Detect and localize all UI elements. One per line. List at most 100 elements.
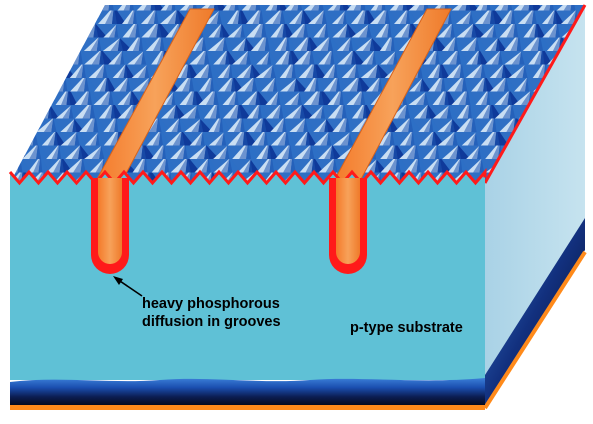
pyramid-face-front bbox=[587, 101, 593, 119]
pyramid-face-front bbox=[215, 37, 229, 51]
pyramid-face-front bbox=[481, 5, 491, 11]
label-heavy-phosphorous: heavy phosphorous bbox=[142, 296, 280, 312]
pyramid-face-front bbox=[401, 20, 414, 38]
pyramid-face-shaded bbox=[42, 78, 58, 92]
pyramid-face-shaded bbox=[586, 62, 593, 78]
pyramid-face-shaded bbox=[10, 173, 11, 183]
pyramid-face-lit bbox=[10, 128, 14, 146]
label-p-type-substrate: p-type substrate bbox=[350, 320, 463, 336]
pyramid-face-front bbox=[61, 5, 71, 11]
pyramid-face-front bbox=[453, 157, 463, 173]
pyramid-face-front bbox=[178, 156, 191, 173]
pyramid-face-front bbox=[261, 51, 272, 65]
pyramid-face-front bbox=[423, 118, 434, 132]
pyramid-face-front bbox=[71, 145, 83, 159]
pyramid-face-front bbox=[66, 119, 77, 132]
groove-right-fill bbox=[336, 178, 360, 264]
pyramid-face-front bbox=[90, 37, 102, 51]
pyramid-face-front bbox=[453, 62, 465, 78]
pyramid-face-front bbox=[315, 10, 327, 24]
pyramid-face-front bbox=[271, 5, 281, 11]
groove-left bbox=[91, 178, 129, 274]
pyramid-face-front bbox=[586, 0, 593, 11]
pyramid-face-front bbox=[471, 49, 482, 65]
pyramid-face-front bbox=[416, 5, 429, 11]
pyramid-face-lit bbox=[74, 5, 90, 11]
pyramid-face-front bbox=[519, 77, 529, 92]
pyramid-face-front bbox=[467, 132, 478, 146]
pyramid-face-front bbox=[219, 146, 230, 159]
pyramid-face-front bbox=[433, 61, 443, 78]
pyramid-face-shaded bbox=[10, 90, 19, 105]
pyramid-face-front bbox=[244, 76, 258, 92]
pyramid-face-shaded bbox=[10, 102, 18, 119]
pyramid-face-shaded bbox=[21, 77, 35, 92]
pyramid-face-shaded bbox=[57, 47, 69, 65]
pyramid-face-front bbox=[362, 38, 375, 51]
pyramid-face-front bbox=[261, 142, 272, 159]
pyramid-face-front bbox=[43, 21, 57, 38]
pyramid-face-front bbox=[104, 101, 116, 119]
pyramid-face-front bbox=[486, 115, 497, 132]
pyramid-face-shaded bbox=[0, 128, 2, 146]
pyramid-face-front bbox=[386, 142, 398, 159]
pyramid-face-front bbox=[47, 35, 60, 51]
pyramid-face-front bbox=[430, 156, 443, 173]
pyramid-face-front bbox=[14, 77, 26, 92]
pyramid-face-front bbox=[62, 10, 76, 24]
pyramid-face-front bbox=[586, 88, 593, 105]
pyramid-face-front bbox=[81, 88, 93, 105]
pyramid-face-front bbox=[10, 102, 11, 119]
pyramid-face-front bbox=[449, 48, 462, 65]
label-diffusion-in-grooves: diffusion in grooves bbox=[142, 314, 281, 330]
pyramid-face-lit bbox=[10, 142, 18, 159]
pyramid-face-shaded bbox=[0, 141, 4, 159]
pyramid-face-front bbox=[291, 92, 303, 105]
pyramid-face-front bbox=[91, 49, 105, 65]
pyramid-face-lit bbox=[31, 92, 48, 105]
pyramid-face-front bbox=[358, 24, 372, 38]
pyramid-face-front bbox=[215, 132, 227, 146]
pyramid-face-front bbox=[134, 51, 147, 65]
pyramid-face-front bbox=[467, 37, 480, 51]
side-emitter-edge bbox=[483, 4, 587, 184]
pyramid-face-front bbox=[196, 48, 210, 65]
pyramid-face-front bbox=[166, 92, 176, 105]
pyramid-face-front bbox=[396, 5, 408, 11]
pyramid-face-shaded bbox=[36, 46, 51, 65]
pyramid-face-front bbox=[239, 50, 252, 65]
pyramid-face-front bbox=[382, 128, 395, 146]
pyramid-face-shaded bbox=[26, 103, 41, 119]
pyramid-face-front bbox=[473, 158, 485, 173]
pyramid-face-lit bbox=[79, 11, 94, 24]
pyramid-face-front bbox=[429, 144, 440, 159]
pyramid-face-front bbox=[328, 62, 338, 78]
pyramid-face-front bbox=[486, 24, 497, 38]
pyramid-face-lit bbox=[17, 117, 33, 132]
pyramid-face-front bbox=[301, 47, 315, 65]
pyramid-face-front bbox=[229, 101, 242, 119]
pyramid-face-front bbox=[101, 5, 114, 11]
pyramid-face-front bbox=[110, 38, 124, 51]
pyramid-face-front bbox=[445, 131, 459, 146]
pyramid-face-front bbox=[10, 142, 20, 159]
pyramid-face-front bbox=[377, 7, 391, 24]
pyramid-face-lit bbox=[21, 34, 36, 51]
pyramid-face-front bbox=[301, 144, 315, 159]
pyramid-face-front bbox=[77, 74, 89, 92]
pyramid-face-front bbox=[27, 34, 39, 51]
pyramid-face-front bbox=[19, 103, 32, 119]
pyramid-face-front bbox=[43, 118, 57, 132]
pyramid-face-shaded bbox=[49, 9, 63, 24]
pyramid-face-shaded bbox=[39, 60, 53, 78]
arrow-head bbox=[113, 276, 123, 285]
pyramid-face-front bbox=[490, 38, 500, 51]
pyramid-face-front bbox=[0, 90, 9, 105]
pyramid-face-shaded bbox=[588, 75, 593, 92]
pyramid-face-front bbox=[291, 5, 303, 11]
pyramid-face-front bbox=[252, 102, 262, 119]
pyramid-face-front bbox=[119, 76, 131, 92]
pyramid-face-shaded bbox=[18, 65, 30, 78]
pyramid-face-front bbox=[29, 46, 42, 65]
